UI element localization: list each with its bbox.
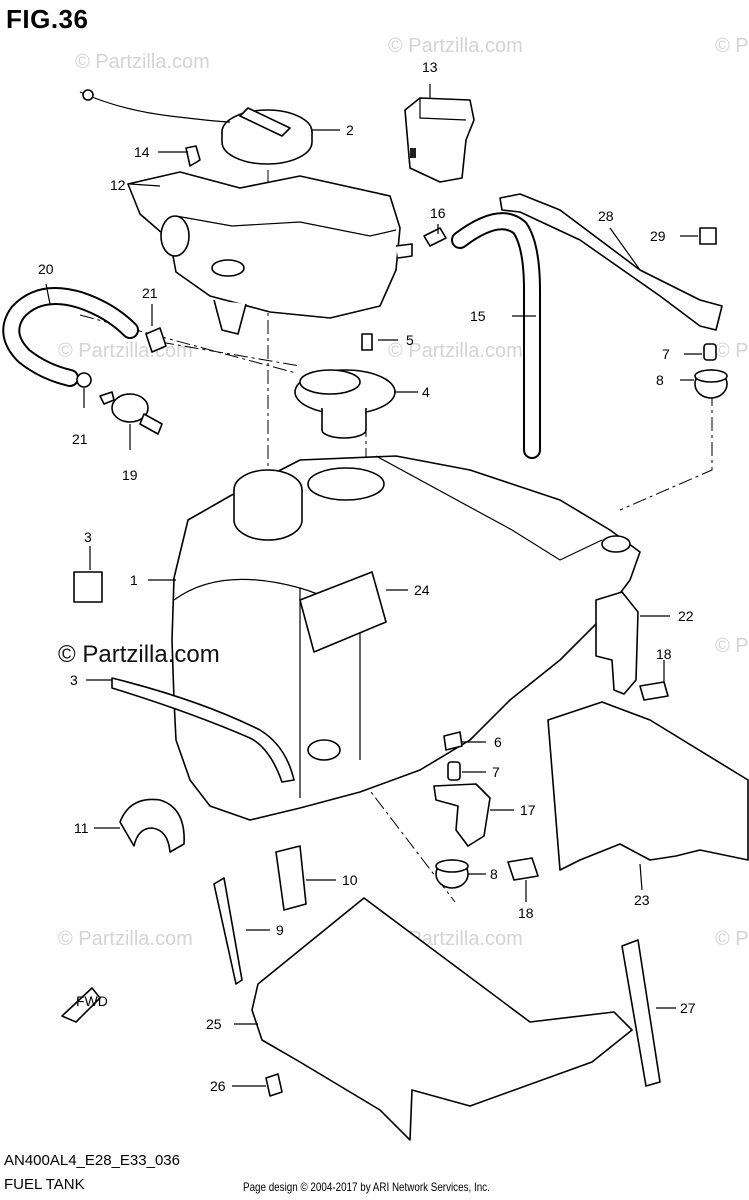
part-6-bolt bbox=[443, 731, 463, 751]
callout-3: 3 bbox=[70, 672, 78, 688]
callout-25: 25 bbox=[206, 1016, 222, 1032]
page-credit: Page design © 2004-2017 by ARI Network S… bbox=[243, 1180, 490, 1194]
part-3-pad bbox=[73, 571, 103, 603]
watermark: © Partzilla.com bbox=[715, 35, 749, 57]
callout-6: 6 bbox=[494, 734, 502, 750]
callout-8: 8 bbox=[656, 372, 664, 388]
part-28-strap bbox=[499, 193, 723, 331]
part-22-bracket bbox=[595, 591, 639, 695]
callout-16: 16 bbox=[430, 205, 446, 221]
callout-7: 7 bbox=[492, 764, 500, 780]
callout-17: 17 bbox=[520, 802, 536, 818]
tether-end bbox=[82, 89, 94, 101]
part-27-tie bbox=[621, 939, 661, 1087]
callout-18: 18 bbox=[656, 646, 672, 662]
part-21-clamp bbox=[145, 327, 167, 353]
callout-3: 3 bbox=[84, 529, 92, 545]
callout-21: 21 bbox=[72, 431, 88, 447]
part-2-fuel-cap bbox=[221, 107, 313, 165]
callout-2: 2 bbox=[346, 122, 354, 138]
part-4-fuel-pump bbox=[294, 369, 396, 439]
callout-26: 26 bbox=[210, 1078, 226, 1094]
part-16-fitting bbox=[423, 227, 447, 247]
callout-24: 24 bbox=[414, 582, 430, 598]
part-9-tie bbox=[213, 877, 243, 985]
part-23-shield bbox=[547, 701, 749, 871]
watermark: © Partzilla.com bbox=[58, 928, 193, 950]
cap-tether bbox=[79, 91, 231, 123]
section-name: FUEL TANK bbox=[4, 1176, 85, 1193]
callout-18: 18 bbox=[518, 905, 534, 921]
figure-title: FIG.36 bbox=[6, 4, 89, 34]
part-24-label bbox=[299, 571, 387, 653]
model-code: AN400AL4_E28_E33_036 bbox=[4, 1152, 180, 1169]
leader-lines bbox=[45, 84, 702, 1087]
part-26-clip bbox=[265, 1073, 283, 1097]
watermark: © Partzilla.com bbox=[75, 51, 210, 73]
callout-20: 20 bbox=[38, 261, 54, 277]
part-1-fuel-tank bbox=[171, 455, 641, 821]
part-7-collar bbox=[447, 761, 461, 781]
callout-4: 4 bbox=[422, 384, 430, 400]
callout-27: 27 bbox=[680, 1000, 696, 1016]
part-12-tray bbox=[127, 171, 413, 335]
part-18-bolt bbox=[639, 681, 669, 701]
callout-21: 21 bbox=[142, 285, 158, 301]
callout-14: 14 bbox=[134, 144, 150, 160]
watermark: © Partzilla.com bbox=[58, 340, 193, 362]
part-3-strip bbox=[111, 677, 295, 783]
part-13-bracket bbox=[404, 97, 475, 183]
part-8-cushion bbox=[694, 369, 728, 399]
callout-13: 13 bbox=[422, 59, 438, 75]
callout-22: 22 bbox=[678, 608, 694, 624]
callout-11: 11 bbox=[74, 820, 89, 836]
callout-29: 29 bbox=[650, 228, 666, 244]
callout-28: 28 bbox=[598, 208, 614, 224]
watermark: © Partzilla.com bbox=[388, 35, 523, 57]
part-18-bolt bbox=[507, 857, 539, 881]
callout-23: 23 bbox=[634, 892, 650, 908]
fwd-label: FWD bbox=[76, 993, 108, 1009]
watermark: © Partzilla.com bbox=[715, 928, 749, 950]
watermark: © Partzilla.com bbox=[715, 340, 749, 362]
callout-12: 12 bbox=[110, 177, 126, 193]
callout-labels: 1 2 3 3 4 5 6 7 7 8 8 9 10 11 12 13 14 1… bbox=[38, 59, 696, 1094]
callout-5: 5 bbox=[406, 332, 414, 348]
part-17-bracket bbox=[433, 783, 491, 847]
callout-8: 8 bbox=[490, 866, 498, 882]
part-25-plate bbox=[251, 897, 633, 1141]
part-10-pad bbox=[275, 845, 307, 911]
watermark-main: © Partzilla.com bbox=[58, 641, 220, 668]
watermark: © Partzilla.com bbox=[715, 635, 749, 657]
callout-7: 7 bbox=[662, 346, 670, 362]
part-5-screw bbox=[361, 333, 373, 351]
fwd-arrow: FWD bbox=[61, 987, 108, 1023]
part-7-collar bbox=[703, 343, 717, 361]
part-29-bolt bbox=[699, 227, 717, 245]
watermark: © Partzilla.com bbox=[388, 340, 523, 362]
callout-19: 19 bbox=[122, 467, 138, 483]
callout-15: 15 bbox=[470, 308, 486, 324]
callout-9: 9 bbox=[276, 922, 284, 938]
part-21-clamp bbox=[76, 372, 92, 388]
part-14-clip bbox=[185, 145, 201, 167]
callout-1: 1 bbox=[130, 572, 138, 588]
part-11-cushion bbox=[119, 798, 185, 853]
callout-10: 10 bbox=[342, 872, 358, 888]
part-15-vent-hose bbox=[451, 212, 541, 459]
part-19-valve bbox=[99, 391, 163, 435]
part-8-cushion bbox=[435, 859, 469, 889]
